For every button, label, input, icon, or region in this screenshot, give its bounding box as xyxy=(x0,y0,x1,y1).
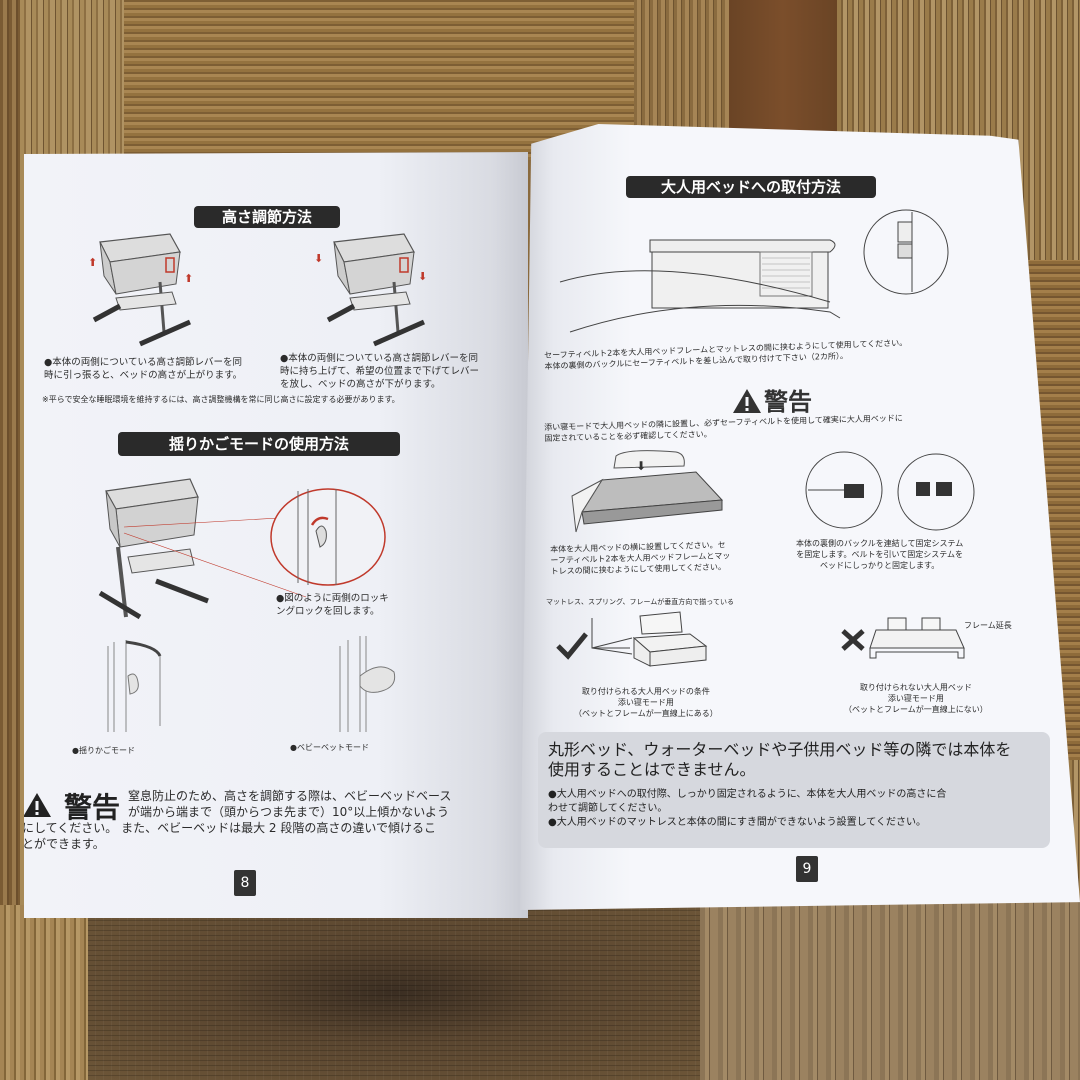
manual-page-9: 大人用ベッドへの取付方法 セーフティベルト2本を大人用ベッドフレームとマットレス… xyxy=(520,123,1080,910)
height-raise-caption: ●本体の両側についている高さ調節レバーを同 時に引っ張ると、ベッドの高さが上がり… xyxy=(44,357,243,381)
notice-box: 丸形ベッド、ウォーターベッドや子供用ベッド等の隣では本体を 使用することはできま… xyxy=(538,732,1050,848)
ok-bed-illustration xyxy=(591,611,708,667)
cradle-mode-illustration xyxy=(98,478,307,620)
svg-text:⬇: ⬇ xyxy=(418,270,427,283)
page-number: 8 xyxy=(234,870,256,896)
baby-bed-mode-knob-illustration xyxy=(339,636,396,732)
page-number: 9 xyxy=(796,856,818,882)
notice-heading-line-1: 丸形ベッド、ウォーターベッドや子供用ベッド等の隣では本体を xyxy=(548,740,1012,759)
notice-heading-line-2: 使用することはできません。 xyxy=(548,760,756,779)
adult-bed-attach-title: 大人用ベッドへの取付方法 xyxy=(626,176,876,198)
warning-triangle-icon xyxy=(24,793,51,817)
notice-bullet-1: ●大人用ベッドへの取付際、しっかり固定されるように、本体を大人用ベッドの高さに合 xyxy=(548,789,947,800)
height-adjust-title: 高さ調節方法 xyxy=(194,206,340,228)
locking-knob-caption: ●図のように両側のロッキ ングロックを回します。 xyxy=(276,593,389,617)
bassinet-lower-illustration: ⬇ ⬇ xyxy=(314,233,427,347)
height-lower-caption: ●本体の両側についている高さ調節レバーを同 時に持ち上げて、希望の位置まで下げて… xyxy=(280,353,480,390)
locking-knob-zoom-circle xyxy=(270,488,386,586)
buckle-connect-illustration-2 xyxy=(897,453,975,531)
step-buckle-caption: 本体の裏側のバックルを連結して固定システム を固定します。ベルトを引いて固定シス… xyxy=(796,539,964,570)
cradle-mode-title: 揺りかごモードの使用方法 xyxy=(118,432,400,456)
bedside-attach-illustration xyxy=(559,239,841,333)
baby-bed-mode-label: ●ベビーベットモード xyxy=(290,743,369,752)
ng-caption: 取り付けられない大人用ベッド 添い寝モード用 （ベットとフレームが一直線上にない… xyxy=(844,683,988,714)
step-place-caption: 本体を大人用ベッドの横に設置してください。セ ーフティベルト2本を大人用ベッドフ… xyxy=(550,540,731,576)
height-note: ※平らで安全な睡眠環境を維持するには、高さ調整機構を常に同じ高さに設定する必要が… xyxy=(42,395,400,404)
svg-text:⬆: ⬆ xyxy=(88,256,97,269)
svg-text:⬆: ⬆ xyxy=(184,272,193,285)
cradle-mode-label: ●揺りかごモード xyxy=(72,746,135,755)
svg-text:⬇: ⬇ xyxy=(636,459,646,473)
ok-label-top: マットレス、スプリング、フレームが垂直方向で揃っている xyxy=(546,598,734,606)
attach-caption: セーフティベルト2本を大人用ベッドフレームとマットレスの間に挟むようにして使用し… xyxy=(544,338,908,371)
notice-bullet-2: ●大人用ベッドのマットレスと本体の間にすき間ができないよう設置してください。 xyxy=(548,817,927,828)
ng-bed-illustration xyxy=(869,617,965,659)
buckle-zoom-circle xyxy=(863,209,949,295)
belt-under-mattress-illustration: ⬇ xyxy=(571,450,724,533)
manual-page-8: 高さ調節方法 ⬆ ⬆ ⬇ ⬇ ●本体の両側についている高さ調節レバーを同 時に引… xyxy=(24,152,528,918)
buckle-connect-illustration-1 xyxy=(805,451,883,529)
frame-extension-label: フレーム延長 xyxy=(964,621,1012,630)
cradle-mode-knob-illustration xyxy=(107,640,162,732)
warning-triangle-icon xyxy=(733,389,761,413)
cross-icon xyxy=(841,629,865,651)
warning-text: 添い寝モードで大人用ベッドの隣に設置し、必ずセーフティベルトを使用して確実に大人… xyxy=(544,413,903,443)
warning-label: 警告 xyxy=(764,388,812,416)
ok-caption: 取り付けられる大人用ベッドの条件 添い寝モード用 （ベットとフレームが一直線上に… xyxy=(574,687,718,718)
svg-text:⬇: ⬇ xyxy=(314,252,323,265)
warning-label: 警告 xyxy=(64,791,121,824)
bassinet-raise-illustration: ⬆ ⬆ xyxy=(88,233,193,347)
checkmark-icon xyxy=(556,632,588,660)
